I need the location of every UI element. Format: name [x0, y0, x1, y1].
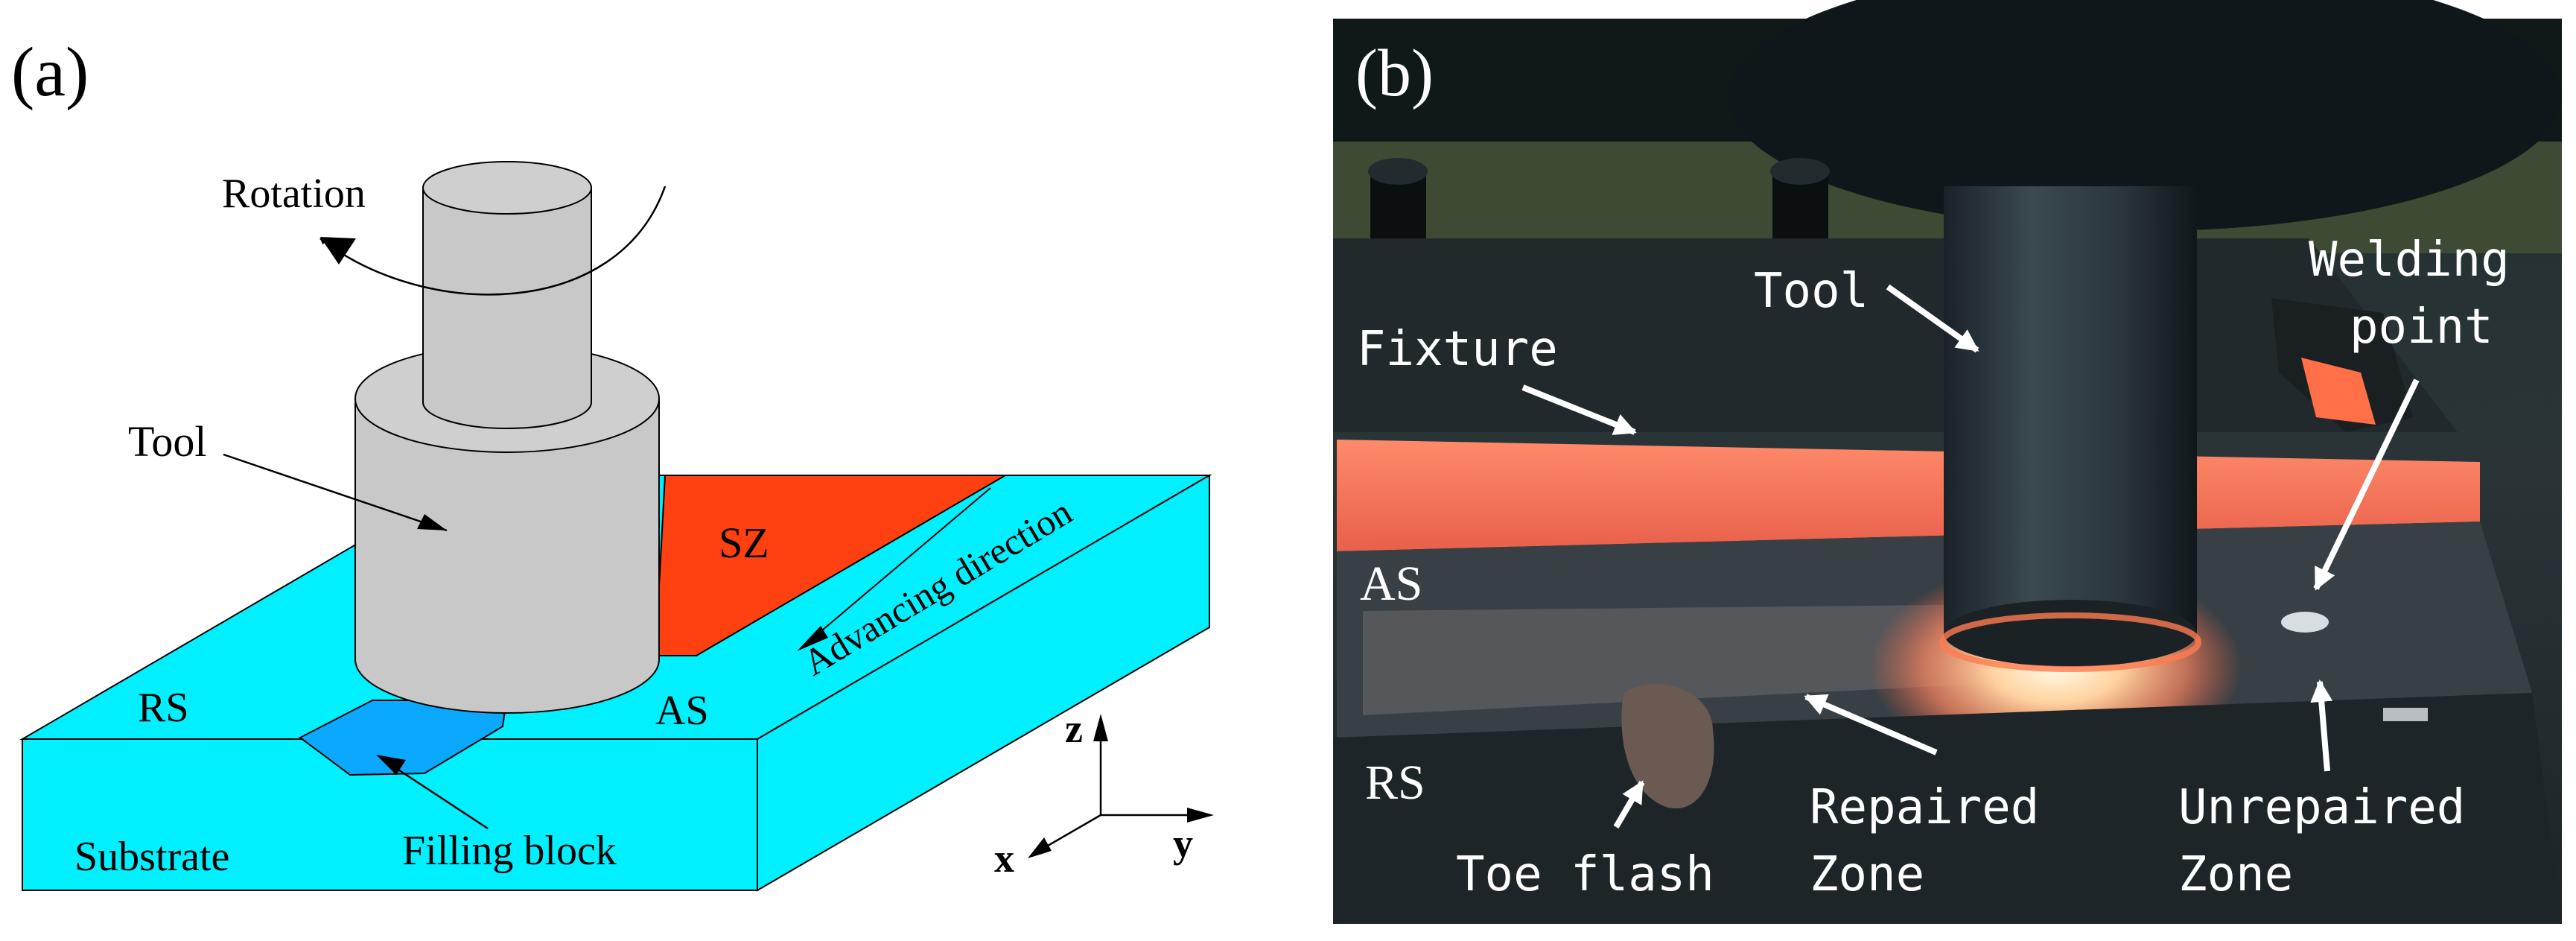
rotation-label: Rotation	[222, 171, 366, 217]
axis-z-label: z	[1065, 706, 1083, 751]
tool-arrow	[1886, 284, 1979, 353]
filling-label: Filling block	[402, 828, 617, 874]
photo-fixture-label: Fixture	[1357, 322, 1558, 377]
advancing-arrow-head	[797, 626, 828, 651]
photo-tool-label: Tool	[1754, 264, 1869, 319]
filling-block	[299, 700, 508, 776]
photo-rs-label: RS	[1365, 755, 1425, 810]
unrepaired-arrow	[2310, 679, 2333, 772]
coordinate-axes: z y x	[994, 706, 1214, 881]
axis-y-label: y	[1173, 821, 1193, 866]
tool-pointer	[223, 453, 448, 532]
welding-label-line1: Welding	[2309, 232, 2510, 288]
panel-b-label: (b)	[1355, 37, 1434, 110]
photo-as-label: AS	[1360, 557, 1422, 611]
substrate-label: Substrate	[74, 834, 229, 880]
welding-point-arrow	[2313, 378, 2420, 591]
toe-flash-blob	[1621, 684, 1714, 809]
tool-label: Tool	[128, 417, 207, 466]
filling-pointer-head	[376, 755, 406, 775]
fixture-arrow	[1521, 384, 1637, 435]
advancing-arrow	[807, 487, 991, 643]
toe-flash-arrow	[1613, 780, 1645, 829]
rotation-arrow-head	[320, 237, 356, 264]
panel-a-label: (a)	[11, 34, 89, 111]
repaired-arrow	[1804, 694, 1938, 755]
welding-point-mark	[2281, 612, 2329, 633]
unrepaired-label-line1: Unrepaired	[2178, 780, 2465, 835]
repaired-label-line2: Zone	[1810, 847, 1924, 902]
fixture-bolts	[1368, 158, 1830, 250]
clamp-glow	[2301, 358, 2376, 425]
tool-shank	[422, 161, 592, 429]
clamp-right	[2271, 298, 2413, 432]
unrepaired-mark	[2383, 708, 2428, 721]
welding-label-line2: point	[2350, 300, 2493, 355]
photo-tool	[1939, 186, 2201, 672]
panel-b-photo: (b) Tool Fixture Welding point AS RS Rep…	[1333, 0, 2562, 924]
filling-pointer	[383, 758, 489, 830]
unrepaired-label-line2: Zone	[2178, 847, 2293, 902]
toe-flash-label: Toe flash	[1456, 847, 1714, 902]
as-label: AS	[655, 688, 709, 734]
sz-label: SZ	[719, 519, 769, 567]
rotation-arc	[319, 186, 667, 296]
substrate-side	[757, 474, 1210, 892]
spindle-head	[1728, 0, 2562, 231]
axis-x-label: x	[994, 836, 1014, 881]
tool-pointer-head	[417, 514, 447, 530]
panel-a-schematic: (a) Rotation Tool	[11, 34, 1214, 892]
repaired-label-line1: Repaired	[1810, 780, 2039, 835]
rs-label: RS	[138, 685, 189, 731]
